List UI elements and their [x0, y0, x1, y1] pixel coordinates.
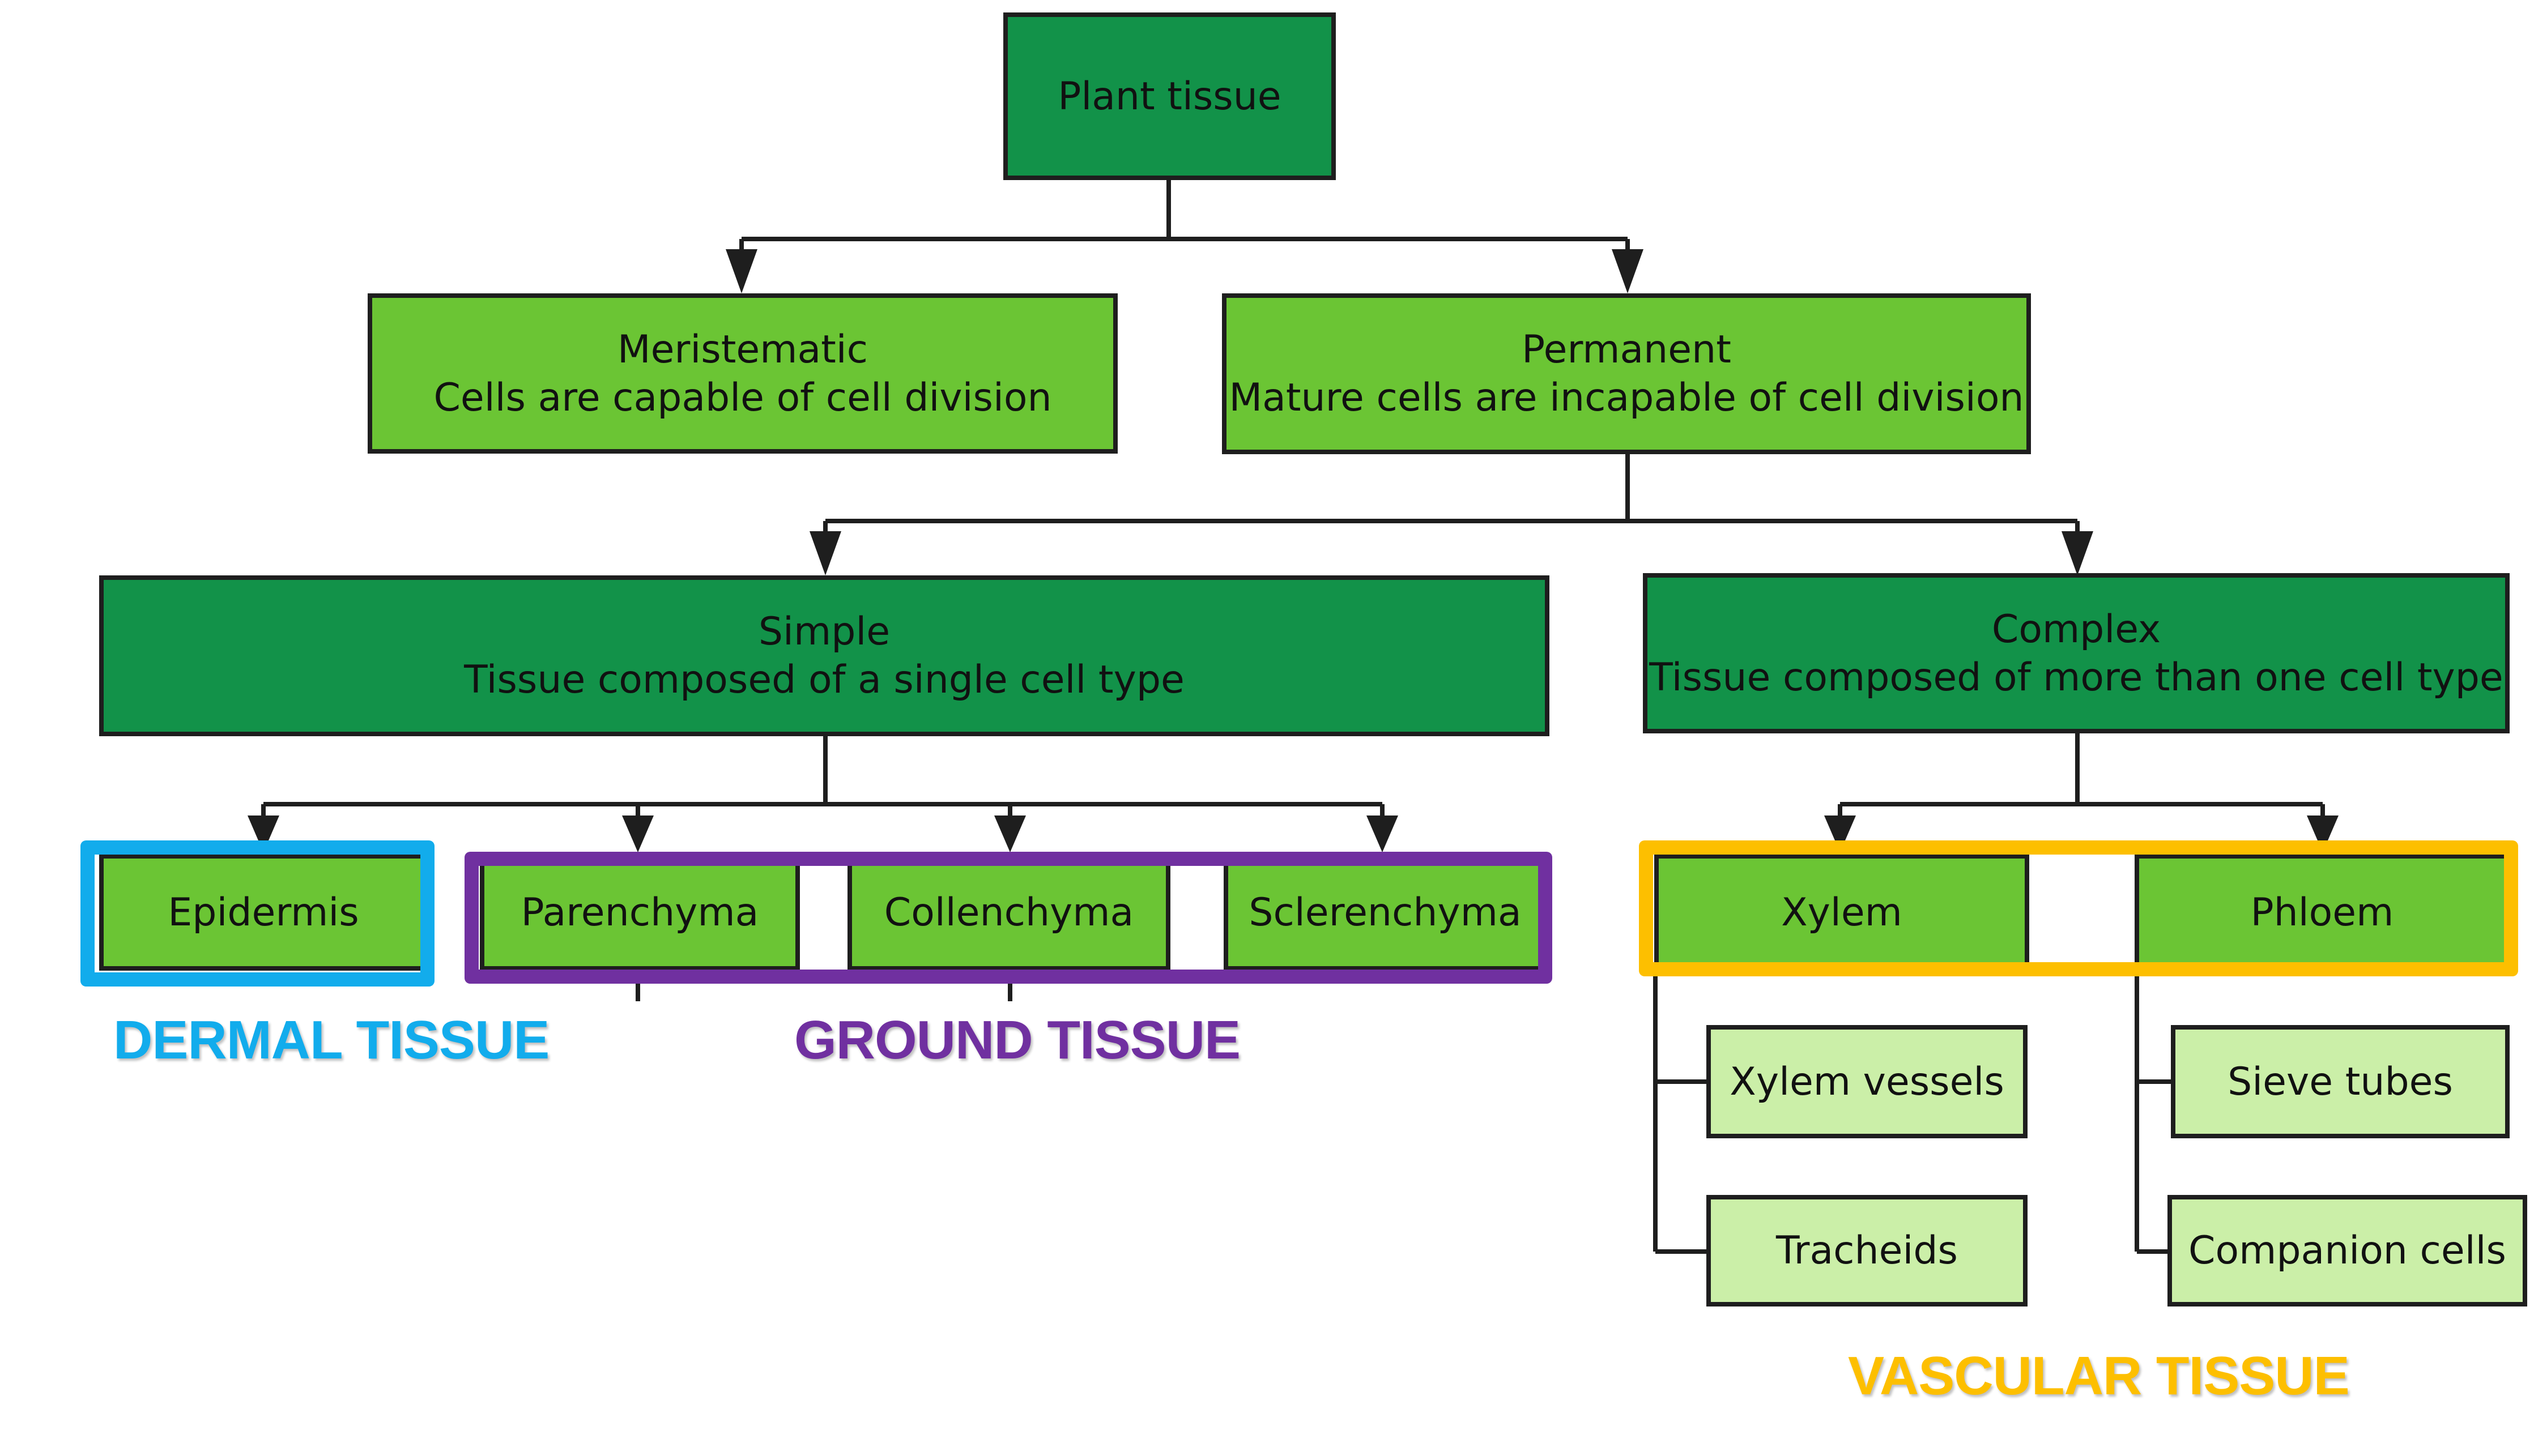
node-sieve-tubes-title: Sieve tubes [2228, 1059, 2453, 1104]
node-tracheids-title: Tracheids [1776, 1228, 1958, 1273]
node-xylem-title: Xylem [1781, 890, 1902, 935]
dermal-tissue-highlight [80, 840, 435, 987]
node-sclerenchyma-title: Sclerenchyma [1249, 890, 1522, 935]
node-collenchyma-title: Collenchyma [884, 890, 1134, 935]
node-complex: Complex Tissue composed of more than one… [1643, 573, 2510, 733]
node-parenchyma-title: Parenchyma [521, 890, 759, 935]
vascular-tissue-highlight [1639, 840, 2518, 976]
node-xylem-vessels: Xylem vessels [1706, 1025, 2028, 1138]
ground-tissue-label: GROUND TISSUE [794, 1010, 1241, 1070]
node-permanent-description: Mature cells are incapable of cell divis… [1229, 375, 2024, 420]
node-complex-title: Complex [1991, 607, 2161, 652]
node-xylem-vessels-title: Xylem vessels [1730, 1059, 2004, 1104]
node-meristematic-description: Cells are capable of cell division [433, 375, 1052, 420]
node-epidermis-title: Epidermis [168, 890, 359, 935]
node-complex-description: Tissue composed of more than one cell ty… [1649, 655, 2503, 700]
node-plant-tissue-title: Plant tissue [1058, 74, 1281, 119]
node-plant-tissue: Plant tissue [1003, 12, 1336, 180]
node-phloem-title: Phloem [2250, 890, 2394, 935]
vascular-tissue-label: VASCULAR TISSUE [1848, 1346, 2350, 1406]
dermal-tissue-label: DERMAL TISSUE [113, 1010, 550, 1070]
node-companion-cells: Companion cells [2167, 1195, 2527, 1306]
node-meristematic-title: Meristematic [617, 327, 868, 372]
node-meristematic: Meristematic Cells are capable of cell d… [368, 293, 1118, 454]
node-simple-description: Tissue composed of a single cell type [464, 657, 1185, 702]
node-epidermis: Epidermis [99, 854, 428, 971]
node-tracheids: Tracheids [1706, 1195, 2028, 1306]
node-permanent: Permanent Mature cells are incapable of … [1222, 293, 2031, 454]
node-simple-title: Simple [758, 609, 891, 654]
node-parenchyma: Parenchyma [480, 854, 800, 971]
node-simple: Simple Tissue composed of a single cell … [99, 575, 1549, 736]
node-phloem: Phloem [2135, 854, 2510, 971]
node-sieve-tubes: Sieve tubes [2171, 1025, 2510, 1138]
ground-tissue-highlight [465, 852, 1552, 984]
node-permanent-title: Permanent [1522, 327, 1731, 372]
node-companion-cells-title: Companion cells [2188, 1228, 2506, 1273]
